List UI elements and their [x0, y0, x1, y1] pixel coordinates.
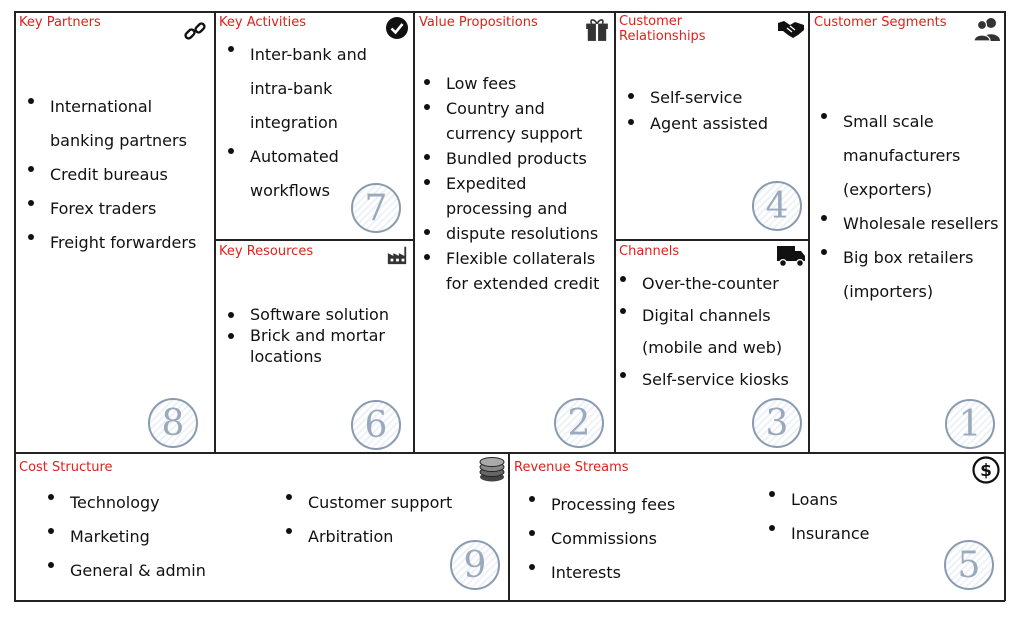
channels-title: Channels	[619, 244, 680, 259]
list-item: Brick and mortar locations	[226, 325, 412, 367]
divider-relationships-channels	[614, 239, 809, 241]
cost-structure-block: Cost Structure Technology Marketing Gene…	[14, 453, 508, 600]
revenue-streams-list-right: Loans Insurance	[767, 483, 967, 551]
key-resources-list: Software solution Brick and mortar locat…	[226, 304, 412, 367]
outer-border-bottom	[14, 600, 1005, 602]
outer-border-top	[14, 11, 1005, 13]
revenue-streams-title: Revenue Streams	[514, 460, 629, 475]
list-item: Bundled products	[422, 146, 614, 171]
list-item: Inter-bank and intra-bank integration	[226, 38, 406, 140]
customer-segments-list: Small scale manufacturers (exporters) Wh…	[819, 105, 1003, 309]
list-item: Flexible collaterals for extended credit	[422, 246, 614, 296]
revenue-streams-block: Revenue Streams $ Processing fees Commis…	[509, 453, 1004, 600]
customer-relationships-block: Customer Relationships Self-service Agen…	[614, 11, 809, 239]
section-number-badge: 4	[752, 181, 802, 231]
key-resources-block: Key Resources Software solution Brick an…	[214, 240, 414, 452]
list-item: Self-service kiosks	[618, 364, 808, 396]
list-item: Insurance	[767, 517, 967, 551]
list-item: Credit bureaus	[26, 158, 212, 192]
list-item: dispute resolutions	[422, 221, 614, 246]
customer-relationships-title: Customer Relationships	[619, 14, 706, 44]
list-item: Arbitration	[284, 520, 484, 554]
key-resources-title: Key Resources	[219, 244, 314, 259]
revenue-streams-list-left: Processing fees Commissions Interests	[527, 488, 757, 590]
list-item: Marketing	[46, 520, 266, 554]
list-item: Expedited processing and	[422, 171, 614, 221]
list-item: Freight forwarders	[26, 226, 212, 260]
list-item: Loans	[767, 483, 967, 517]
outer-border-right	[1004, 11, 1006, 601]
gift-icon	[586, 19, 608, 41]
section-number-badge: 9	[450, 540, 500, 590]
cost-structure-list-right: Customer support Arbitration	[284, 486, 484, 554]
list-item: Wholesale resellers	[819, 207, 1003, 241]
value-propositions-list: Low fees Country and currency support Bu…	[422, 71, 614, 296]
handshake-icon	[778, 21, 804, 38]
section-number-badge: 2	[554, 398, 604, 448]
list-item: Digital channels (mobile and web)	[618, 300, 808, 364]
list-item: Software solution	[226, 304, 412, 325]
list-item: Country and currency support	[422, 96, 614, 146]
section-number-badge: 8	[148, 398, 198, 448]
section-number-badge: 6	[351, 400, 401, 450]
section-number-badge: 7	[351, 183, 401, 233]
customer-segments-block: Customer Segments Small scale manufactur…	[809, 11, 1004, 452]
key-partners-list: International banking partners Credit bu…	[26, 90, 212, 260]
key-activities-title: Key Activities	[219, 15, 307, 30]
factory-icon	[387, 246, 407, 265]
channels-list: Over-the-counter Digital channels (mobil…	[618, 268, 808, 396]
list-item: International banking partners	[26, 90, 212, 158]
customer-segments-title: Customer Segments	[814, 15, 947, 30]
divider-v2	[413, 11, 415, 453]
channels-block: Channels Over-the-counter Digital channe…	[614, 240, 809, 452]
list-item: Small scale manufacturers (exporters)	[819, 105, 1003, 207]
key-partners-title: Key Partners	[19, 15, 101, 30]
list-item: Technology	[46, 486, 266, 520]
key-activities-block: Key Activities Inter-bank and intra-bank…	[214, 11, 414, 239]
divider-cost-revenue	[508, 452, 510, 601]
dollar-circle-icon: $	[972, 456, 1000, 484]
value-propositions-title: Value Propositions	[419, 15, 538, 30]
list-item: Processing fees	[527, 488, 757, 522]
chain-link-icon	[184, 22, 206, 40]
check-circle-icon	[386, 17, 408, 39]
divider-v3	[614, 11, 616, 453]
list-item: Commissions	[527, 522, 757, 556]
list-item: Automated workflows	[226, 140, 406, 208]
list-item: Big box retailers (importers)	[819, 241, 1003, 309]
cost-structure-list-left: Technology Marketing General & admin	[46, 486, 266, 588]
key-partners-block: Key Partners International banking partn…	[14, 11, 214, 452]
list-item: Interests	[527, 556, 757, 590]
truck-icon	[777, 246, 805, 268]
list-item: Customer support	[284, 486, 484, 520]
section-number-badge: 1	[945, 399, 995, 449]
coins-icon	[479, 457, 505, 482]
customer-relationships-list: Self-service Agent assisted	[626, 85, 806, 137]
section-number-badge: 3	[752, 398, 802, 448]
cost-structure-title: Cost Structure	[19, 460, 113, 475]
list-item: Agent assisted	[626, 111, 806, 137]
section-number-badge: 5	[944, 540, 994, 590]
value-propositions-block: Value Propositions Low fees Country and …	[414, 11, 614, 452]
divider-v1	[214, 11, 216, 453]
list-item: Low fees	[422, 71, 614, 96]
outer-border-left	[14, 11, 16, 601]
svg-text:$: $	[980, 461, 992, 481]
divider-activities-resources	[214, 239, 414, 241]
key-activities-list: Inter-bank and intra-bank integration Au…	[226, 38, 406, 208]
list-item: General & admin	[46, 554, 266, 588]
list-item: Self-service	[626, 85, 806, 111]
people-icon	[973, 18, 1000, 42]
list-item: Forex traders	[26, 192, 212, 226]
list-item: Over-the-counter	[618, 268, 808, 300]
divider-mid-horizontal	[14, 452, 1005, 454]
divider-v4	[808, 11, 810, 453]
